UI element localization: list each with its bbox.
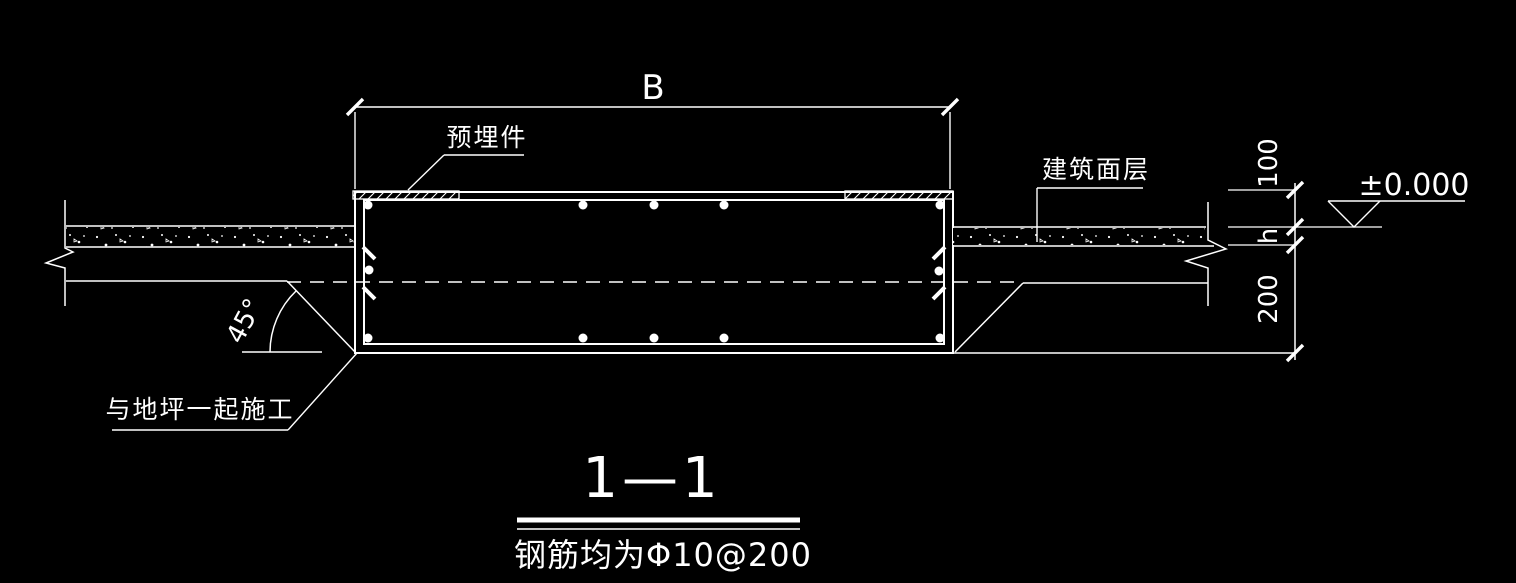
section-title: 1—1 <box>582 446 721 511</box>
dimension-b <box>345 97 960 189</box>
rebar-dot <box>649 200 659 210</box>
embedded-plates <box>352 190 954 200</box>
embedded-part-label: 预埋件 <box>446 123 527 152</box>
slab-concrete-left <box>66 227 354 247</box>
pit-inner-outline <box>363 199 945 345</box>
floor-slab-left <box>43 200 354 306</box>
dim-200-label: 200 <box>1254 274 1284 324</box>
embedded-part-callout <box>407 154 524 191</box>
rebar-hook <box>361 245 377 261</box>
dim-tick <box>1285 343 1305 363</box>
title-rule <box>517 517 800 530</box>
elevation-triangle <box>1327 200 1381 228</box>
angle-callout <box>242 290 322 353</box>
rebar-hook <box>931 245 947 261</box>
embedded-plate-left <box>352 190 460 200</box>
dim-tick <box>1285 235 1305 255</box>
rebar-dots <box>363 200 945 343</box>
dim-b-label: B <box>641 68 664 108</box>
rebar-dot <box>578 333 588 343</box>
dim-h-label: h <box>1254 228 1284 244</box>
rebar-dot <box>649 333 659 343</box>
leader-line <box>407 154 445 191</box>
splay-line-left <box>286 280 356 353</box>
rebar-hooks <box>361 245 947 301</box>
rebar-dot <box>935 200 945 210</box>
elevation-mark <box>1327 200 1465 228</box>
rebar-note: 钢筋均为Φ10@200 <box>514 536 812 574</box>
rebar-dot <box>935 333 945 343</box>
dim-tick-left <box>345 97 365 117</box>
right-dimension-chain <box>1228 180 1382 363</box>
floor-finish-callout <box>1036 187 1143 242</box>
dim-tick-right <box>940 97 960 117</box>
rebar-hook <box>361 285 377 301</box>
break-line-left <box>43 200 75 306</box>
rebar-dot <box>363 200 373 210</box>
rebar-hook <box>931 285 947 301</box>
floor-finish-label: 建筑面层 <box>1042 155 1150 184</box>
elevation-label: ±0.000 <box>1358 168 1469 203</box>
slab-concrete-right <box>953 228 1205 245</box>
embedded-plate-right <box>844 190 954 200</box>
dim-100-label: 100 <box>1254 138 1284 188</box>
leader-line <box>287 352 358 431</box>
dim-tick <box>1285 180 1305 200</box>
splay-line-right <box>954 282 1024 353</box>
floor-slab-right <box>953 202 1229 306</box>
pit-walls <box>354 191 954 354</box>
angle-arc <box>269 290 297 353</box>
rebar-dot <box>364 265 374 275</box>
rebar-dot <box>363 333 373 343</box>
rebar-dot <box>719 333 729 343</box>
rebar-dot <box>934 266 944 276</box>
pit-outer-outline <box>354 191 954 354</box>
excavation-lines <box>286 280 1295 354</box>
dim-tick <box>1285 217 1305 237</box>
cast-with-floor-label: 与地坪一起施工 <box>105 395 294 424</box>
rebar-dot <box>578 200 588 210</box>
break-line-right <box>1183 202 1229 306</box>
rebar-dot <box>719 200 729 210</box>
angle-label: 45° <box>221 294 269 349</box>
cast-with-floor-callout <box>112 352 358 431</box>
